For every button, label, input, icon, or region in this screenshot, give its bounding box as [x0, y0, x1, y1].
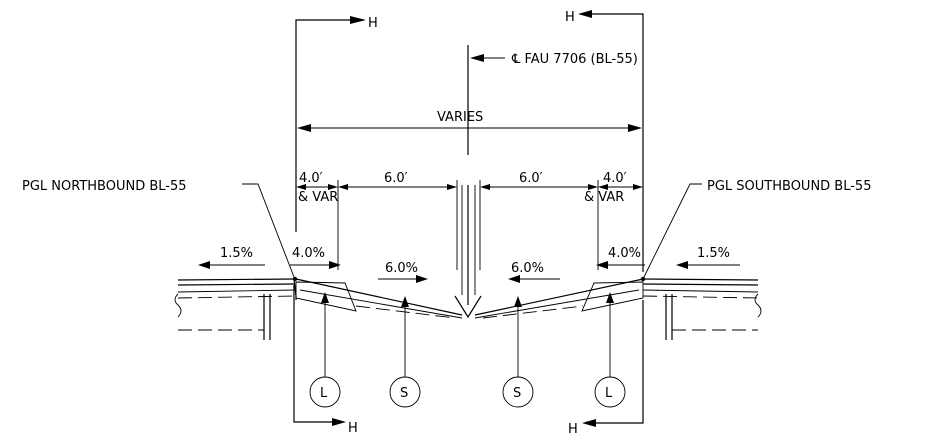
callout-right-inner: S: [502, 296, 534, 408]
callout-right-outer: L: [594, 292, 626, 408]
centerline-label: ℄ FAU 7706 (BL-55): [511, 52, 638, 67]
section-label-top-left: H: [368, 16, 378, 31]
section-label-top-right: H: [565, 10, 575, 25]
slope-left-inner: 6.0%: [385, 261, 418, 276]
section-marker-bottom-left: H: [293, 285, 358, 436]
slope-annotations: 1.5% 4.0% 6.0% 6.0% 4.0% 1.5%: [198, 246, 740, 283]
dim-left-outer: 4.0′: [299, 171, 323, 186]
slope-right-shoulder: 1.5%: [697, 246, 730, 261]
callout-right-outer-label: L: [605, 386, 613, 401]
dim-left-inner: 6.0′: [384, 171, 408, 186]
dim-left-outer-var: & VAR: [298, 190, 338, 205]
lane-dimensions: 4.0′ & VAR 6.0′ 6.0′ 4.0′ & VAR: [296, 171, 643, 270]
dim-right-outer: 4.0′: [603, 171, 627, 186]
section-label-bottom-right: H: [568, 422, 578, 437]
slope-left-shoulder: 1.5%: [220, 246, 253, 261]
pgl-southbound: PGL SOUTHBOUND BL-55: [640, 179, 871, 282]
callout-left-inner-label: S: [400, 386, 408, 401]
slope-right-outer: 4.0%: [608, 246, 641, 261]
slope-right-inner: 6.0%: [511, 261, 544, 276]
overall-dimension-label: VARIES: [437, 110, 483, 125]
section-label-bottom-left: H: [348, 421, 358, 436]
slope-left-outer: 4.0%: [292, 246, 325, 261]
dim-right-inner: 6.0′: [519, 171, 543, 186]
pgl-southbound-label: PGL SOUTHBOUND BL-55: [707, 179, 871, 194]
pgl-northbound: PGL NORTHBOUND BL-55: [22, 179, 298, 282]
callout-left-inner: S: [389, 296, 421, 408]
callout-left-outer-label: L: [320, 386, 328, 401]
section-marker-top-left: H: [295, 16, 378, 232]
callout-right-inner-label: S: [513, 386, 521, 401]
dim-right-outer-var: & VAR: [584, 190, 624, 205]
roadway-profile: [174, 278, 762, 340]
pgl-northbound-label: PGL NORTHBOUND BL-55: [22, 179, 187, 194]
section-marker-bottom-right: H: [568, 300, 644, 437]
overall-dimension: VARIES: [297, 110, 642, 132]
section-marker-top-right: H: [565, 10, 644, 272]
centerline: ℄ FAU 7706 (BL-55): [461, 45, 638, 305]
callout-left-outer: L: [309, 292, 341, 408]
